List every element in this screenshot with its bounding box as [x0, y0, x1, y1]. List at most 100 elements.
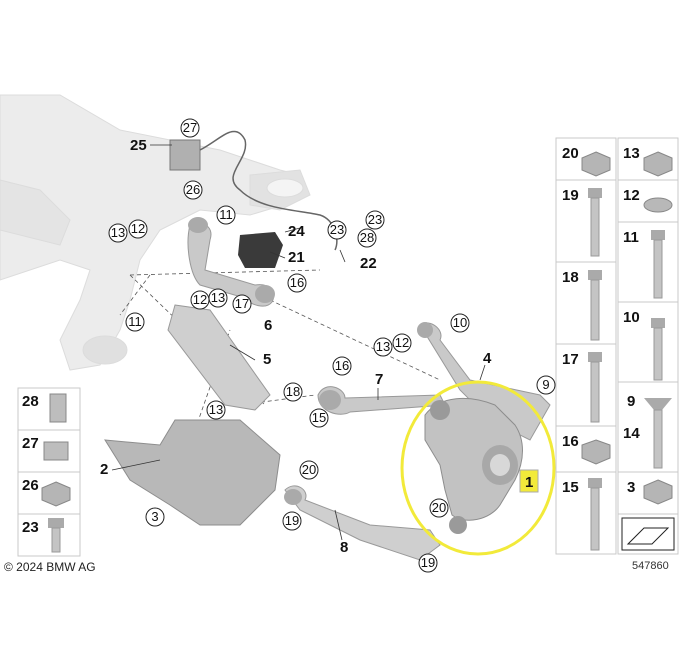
callout-13-lower: 13 [206, 400, 226, 420]
callout-3: 3 [145, 507, 165, 527]
svg-text:23: 23 [22, 519, 39, 536]
callout-27: 27 [180, 118, 200, 138]
label-4: 4 [483, 350, 492, 367]
svg-text:11: 11 [128, 314, 142, 329]
bolt-11-icon [651, 230, 665, 299]
callout-15: 15 [309, 408, 329, 428]
callout-16-mid: 16 [332, 356, 352, 376]
bolt-15-icon [588, 478, 602, 551]
svg-text:18: 18 [286, 384, 300, 399]
svg-text:9: 9 [542, 377, 549, 392]
svg-text:19: 19 [562, 187, 579, 204]
hardware-tags-right: 20 13 19 12 11 18 10 17 9 14 16 15 3 [562, 145, 640, 496]
callout-28: 28 [357, 228, 377, 248]
callout-circles: 27 26 11 13 12 23 23 28 16 17 12 13 11 1… [108, 118, 556, 573]
control-arm-8 [284, 485, 441, 561]
wheel-carrier-1 [424, 397, 523, 534]
callout-9: 9 [536, 375, 556, 395]
svg-text:13: 13 [111, 225, 125, 240]
callout-20-lower: 20 [429, 498, 449, 518]
label-6: 6 [264, 317, 272, 334]
svg-text:23: 23 [330, 222, 344, 237]
bolt-10-icon [651, 318, 665, 381]
label-5: 5 [263, 351, 271, 368]
underbody-shield-2 [104, 419, 281, 526]
callout-17: 17 [232, 294, 252, 314]
arm-4-bushing [417, 322, 433, 338]
svg-text:15: 15 [562, 479, 579, 496]
callout-23-mid: 23 [327, 220, 347, 240]
diagram-id: 547860 [632, 560, 669, 572]
callout-13-upper: 13 [108, 223, 128, 243]
plain-labels: 25 24 21 22 6 5 7 4 2 8 1 [100, 137, 533, 556]
copyright-notice: © 2024 BMW AG [4, 560, 96, 574]
callout-16-upper: 16 [287, 273, 307, 293]
svg-text:12: 12 [395, 335, 409, 350]
upper-control-arm-6 [187, 222, 275, 307]
svg-text:13: 13 [623, 145, 640, 162]
callout-12-upper: 12 [128, 219, 148, 239]
callout-11-upper: 11 [216, 205, 236, 225]
label-8: 8 [340, 539, 348, 556]
callout-13-right: 13 [373, 337, 393, 357]
svg-text:16: 16 [290, 275, 304, 290]
callout-18: 18 [283, 382, 303, 402]
svg-text:14: 14 [623, 425, 640, 442]
arrow-symbol-icon [621, 517, 675, 551]
svg-text:19: 19 [421, 555, 435, 570]
label-21: 21 [288, 249, 305, 266]
svg-text:20: 20 [432, 500, 446, 515]
callout-19-left: 19 [282, 511, 302, 531]
svg-text:17: 17 [235, 296, 249, 311]
callout-12-mid: 12 [190, 290, 210, 310]
svg-text:16: 16 [562, 433, 579, 450]
upper-arm-bushing [188, 217, 208, 233]
nut-26-icon [41, 481, 71, 507]
svg-text:17: 17 [562, 351, 579, 368]
svg-text:19: 19 [285, 513, 299, 528]
control-arm-5 [167, 304, 271, 411]
callout-20-upper: 20 [299, 460, 319, 480]
svg-text:20: 20 [562, 145, 579, 162]
bolt-23-icon [48, 518, 64, 553]
bolt-19-icon [588, 188, 602, 257]
svg-text:27: 27 [183, 120, 197, 135]
arm-7-bushing [319, 390, 341, 410]
svg-text:10: 10 [623, 309, 640, 326]
svg-text:11: 11 [219, 207, 233, 222]
svg-text:28: 28 [22, 393, 39, 410]
nut-3-icon [643, 479, 673, 505]
svg-text:27: 27 [22, 435, 39, 452]
upper-arm-bushing-2 [255, 285, 275, 303]
nut-20-icon [581, 151, 611, 177]
callout-19-bottom: 19 [418, 553, 438, 573]
callout-12-right: 12 [392, 333, 412, 353]
washer-12-icon [643, 197, 673, 213]
bolt-18-icon [588, 270, 602, 341]
nut-13-icon [643, 151, 673, 177]
label-7: 7 [375, 371, 383, 388]
svg-text:13: 13 [209, 402, 223, 417]
svg-text:3: 3 [627, 479, 635, 496]
svg-text:11: 11 [623, 229, 639, 246]
label-2: 2 [100, 461, 108, 478]
svg-text:12: 12 [131, 221, 145, 236]
sleeve-28-icon [49, 393, 67, 423]
hardware-tags-left: 28 27 26 23 [22, 393, 39, 536]
svg-text:26: 26 [22, 477, 39, 494]
svg-text:15: 15 [312, 410, 326, 425]
nut-16-icon [581, 439, 611, 465]
label-1: 1 [525, 474, 533, 491]
svg-text:12: 12 [193, 292, 207, 307]
leader-lines [111, 144, 486, 541]
svg-text:20: 20 [302, 462, 316, 477]
svg-text:28: 28 [360, 230, 374, 245]
label-22: 22 [360, 255, 377, 272]
bracket-21 [238, 232, 283, 268]
callout-13-mid: 13 [208, 288, 228, 308]
svg-text:18: 18 [562, 269, 579, 286]
svg-text:3: 3 [151, 509, 158, 524]
label-25: 25 [130, 137, 147, 154]
callout-10: 10 [450, 313, 470, 333]
